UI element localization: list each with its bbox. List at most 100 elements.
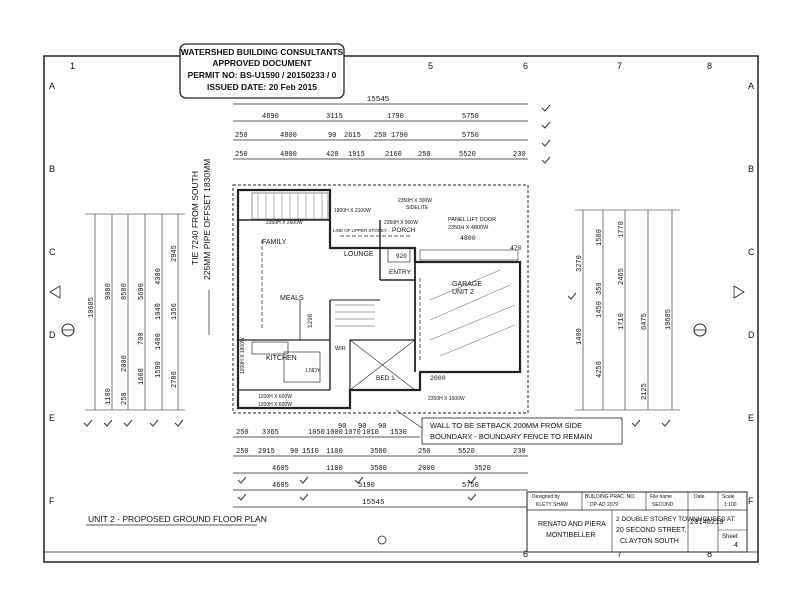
dim-label: 8580 <box>121 283 129 300</box>
room-family: FAMILY <box>262 239 287 246</box>
stamp-status: APPROVED DOCUMENT <box>212 58 312 68</box>
date-value: 20140219 <box>690 519 724 527</box>
dim-label: 3270 <box>576 255 584 272</box>
designed-value: KLETY SHAW <box>536 502 568 508</box>
sheet-label: Sheet <box>722 534 738 540</box>
dim-label: 250 <box>235 151 248 159</box>
tie-label: TIE 7240 FROM SOUTH <box>190 171 200 265</box>
dim-label: 5690 <box>138 283 146 300</box>
section-marker-right <box>693 285 745 337</box>
dim-label: 1100 <box>326 448 343 456</box>
dim-label: 250 <box>418 151 431 159</box>
prac-value: DP-AD 2079 <box>590 502 618 508</box>
grid-row-label: A <box>49 81 55 91</box>
grid-row-labels: A B C D E F A B C D E F <box>49 81 755 506</box>
grid-col-label: 1 <box>70 61 75 71</box>
dim-label: 3500 <box>370 465 387 473</box>
dim-label: 250 <box>235 132 248 140</box>
dim-label: 1770 <box>618 221 626 238</box>
dim-label: 2915 <box>258 448 275 456</box>
upper-storey-note: LINE OF UPPER STOREY <box>333 228 387 233</box>
dim-label: 470 <box>510 245 522 252</box>
client-line2: MONTIBELLER <box>546 532 595 539</box>
dim-label: 1040 <box>155 303 163 320</box>
side-setout-labels: TIE 7240 FROM SOUTH 225MM PIPE OFFSET 18… <box>190 159 212 335</box>
room-bed: BED 1 <box>376 375 395 382</box>
dim-label: 5750 <box>462 482 479 490</box>
grid-row-label: D <box>49 330 56 340</box>
dim-label: 3520 <box>474 465 491 473</box>
room-kitchen: KITCHEN <box>266 355 297 362</box>
room-meals: MEALS <box>280 295 304 302</box>
dim-label: 4605 <box>272 465 289 473</box>
dim-label: 2125 <box>641 383 649 400</box>
room-porch: PORCH <box>392 227 416 234</box>
sidelite-note: SIDELITE <box>406 205 429 211</box>
door-note: PANEL LIFT DOOR <box>448 217 496 223</box>
dim-label: 4800 <box>280 132 297 140</box>
client-line1: RENATO AND PIERA <box>538 521 606 528</box>
grid-row-label: F <box>49 496 55 506</box>
designed-label: Designed by <box>532 494 560 500</box>
dim-label: 420 <box>326 151 339 159</box>
dim-label: 1915 <box>348 151 365 159</box>
stamp-permit: PERMIT NO: BS-U1590 / 20150233 / 0 <box>188 70 337 80</box>
room-lounge: LOUNGE <box>344 251 374 258</box>
grid-column-labels: 1 5 6 7 8 6 7 8 <box>70 61 712 559</box>
grid-row-label: B <box>49 164 55 174</box>
dim-label: 90 <box>328 132 336 140</box>
approval-stamp: WATERSHED BUILDING CONSULTANTS APPROVED … <box>179 43 345 99</box>
dim-label: 4300 <box>155 268 163 285</box>
date-label: Date <box>694 494 705 500</box>
dim-label: 90 <box>338 423 346 431</box>
file-value: SECOND <box>652 502 674 508</box>
dim-label: 250 <box>374 132 387 140</box>
file-label: File name <box>650 494 672 500</box>
dim-label: 1070 <box>344 429 361 437</box>
dim-label: 1290 <box>307 313 314 328</box>
dim-label: 4890 <box>262 113 279 121</box>
dim-label: 4605 <box>272 482 289 490</box>
dim-label: 250 <box>236 429 249 437</box>
wall-note-line2: BOUNDARY - BOUNDARY FENCE TO REMAIN <box>430 432 592 441</box>
drawing-marker <box>377 535 387 545</box>
top-dimensions: 15545 4890 3115 1790 5750 250 4800 90 26… <box>233 96 528 160</box>
dim-label: 1530 <box>390 429 407 437</box>
dim-label: 2160 <box>385 151 402 159</box>
dim-label: 2465 <box>618 268 626 285</box>
dim-label: 1100 <box>105 388 113 405</box>
dim-label: 250 <box>236 448 249 456</box>
dim-label: 2000 <box>430 375 446 382</box>
room-unit: UNIT 2 <box>452 289 474 296</box>
left-dimensions: 10685 9080 8580 5690 4300 2945 2780 1100… <box>85 213 185 411</box>
right-dimensions: 3270 1580 1770 2465 6475 10685 4250 2125… <box>575 209 680 411</box>
dim-label: 1100 <box>326 465 343 473</box>
dim-label: 5750 <box>462 113 479 121</box>
grid-row-label: C <box>748 247 755 257</box>
dim-overall-top: 15545 <box>367 96 390 104</box>
wall-setback-note: WALL TO BE SETBACK 200MM FROM SIDE BOUND… <box>395 409 623 445</box>
dim-label: 1010 <box>362 429 379 437</box>
bottom-dimensions: 90 90 90 250 3365 1050 1000 1070 1010 15… <box>233 423 528 508</box>
dim-label: 10685 <box>88 297 96 318</box>
grid-row-label: E <box>748 413 754 423</box>
dim-label: 1510 <box>302 448 319 456</box>
wall-note-line1: WALL TO BE SETBACK 200MM FROM SIDE <box>430 421 582 430</box>
dim-label: 3500 <box>370 448 387 456</box>
dim-label: 5520 <box>458 448 475 456</box>
dim-label: 1660 <box>138 368 146 385</box>
dim-label: 1400 <box>576 328 584 345</box>
dim-label: 5750 <box>462 132 479 140</box>
grid-row-label: F <box>748 496 754 506</box>
sheet-value: 4 <box>734 542 738 549</box>
grid-col-label: 8 <box>707 61 712 71</box>
dim-label: 2000 <box>418 465 435 473</box>
section-marker-left <box>49 285 75 337</box>
dim-label: 5520 <box>459 151 476 159</box>
grid-row-label: A <box>748 81 754 91</box>
window-note: 2350H X 2600W <box>266 220 303 226</box>
sheet-border <box>43 55 759 563</box>
door-size-note: 2350H X 4800W <box>448 225 489 231</box>
dim-label: 1400 <box>155 333 163 350</box>
window-note: 2350H X 300W <box>398 198 432 204</box>
